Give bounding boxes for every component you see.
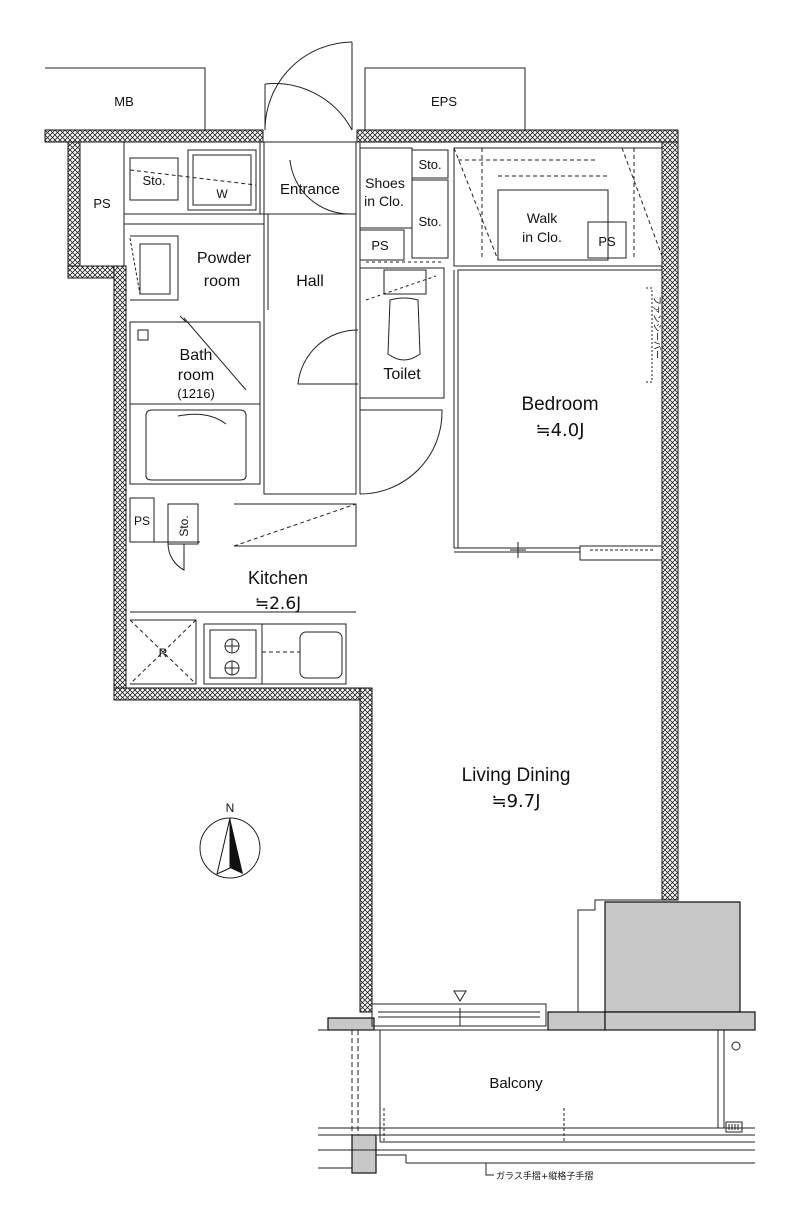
structural-columns [327, 901, 756, 1174]
balcony-label: Balcony [489, 1075, 543, 1092]
shoes-closet-label-2: in Clo. [364, 193, 404, 209]
fridge-label: R [159, 646, 168, 660]
ps-kitchen-label: PS [134, 514, 150, 528]
powder-room-label-2: room [204, 273, 240, 290]
living-outline-steps [577, 899, 662, 1012]
hall-label: Hall [296, 273, 324, 290]
north-compass [199, 817, 261, 879]
ps-walk-label: PS [598, 234, 616, 249]
bedroom-label: Bedroom [521, 394, 598, 415]
balcony-window [371, 990, 547, 1027]
walk-in-closet-label-1: Walk [527, 210, 559, 226]
doors [167, 41, 443, 571]
balcony-area [318, 1029, 755, 1176]
powder-room-label-1: Powder [197, 250, 252, 267]
mb-label: MB [114, 94, 134, 109]
kitchen-area-label: ≒2.6J [255, 594, 301, 614]
fan-note-label: ファンシーバー [651, 296, 662, 359]
sto-kitchen-label: Sto. [177, 515, 191, 536]
ps-left-label: PS [93, 196, 111, 211]
walk-in-closet-label-2: in Clo. [522, 229, 562, 245]
bedroom-area-label: ≒4.0J [535, 420, 584, 441]
toilet-label: Toilet [383, 366, 421, 383]
ps-hall-label: PS [371, 238, 389, 253]
eps-label: EPS [431, 94, 457, 109]
sto-laundry-label: Sto. [142, 173, 165, 188]
meter-box-area [45, 67, 526, 130]
washer-label: W [216, 187, 228, 201]
living-area-label: ≒9.7J [491, 791, 540, 812]
bath-size-label: (1216) [177, 386, 215, 401]
compass-north-label: N [226, 801, 235, 815]
kitchen-label: Kitchen [248, 568, 308, 588]
railing-note: ガラス手摺+縦格子手摺 [496, 1170, 593, 1182]
living-dining-label: Living Dining [462, 765, 571, 786]
entrance-label: Entrance [280, 181, 340, 198]
interior-walls [79, 141, 663, 685]
exterior-walls [44, 129, 679, 1013]
bath-room-label-1: Bath [180, 347, 213, 364]
sto-shoes-label: Sto. [418, 214, 441, 229]
shoes-closet-label-1: Shoes [365, 175, 405, 191]
bath-room-label-2: room [178, 367, 214, 384]
sto-top-label: Sto. [418, 157, 441, 172]
